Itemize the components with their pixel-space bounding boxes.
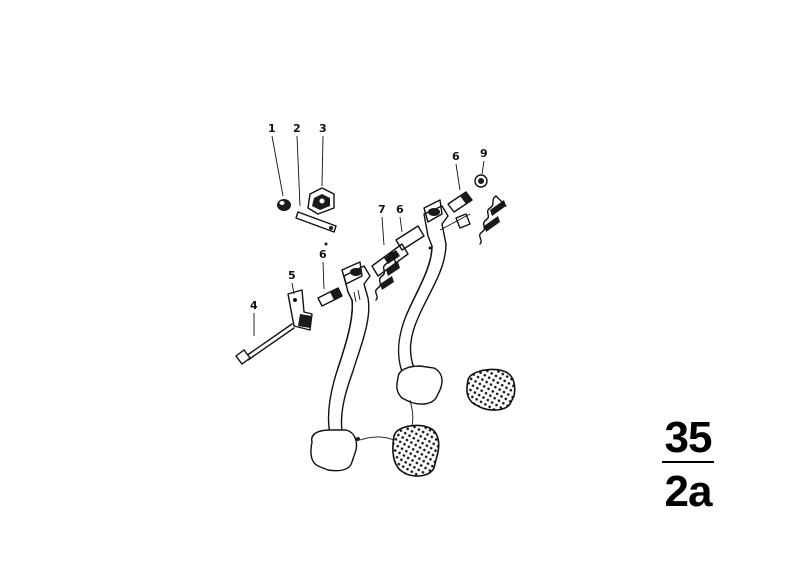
part-long-bolt [235, 323, 295, 365]
pedal-pad-right [396, 365, 443, 405]
callout-6-middle: 6 [396, 203, 404, 216]
rubber-pad-cover-lower [392, 424, 440, 477]
part-bracket-arm [295, 211, 337, 233]
callout-3: 3 [319, 122, 327, 135]
return-spring-left [375, 251, 400, 301]
leader-lines [253, 135, 485, 336]
pin-right [428, 246, 432, 250]
callout-5: 5 [288, 269, 296, 282]
return-spring-right [479, 195, 507, 245]
part-bushing-upper [447, 191, 473, 213]
pin-upper [324, 242, 328, 246]
callout-2: 2 [293, 122, 301, 135]
pedal-arm-right [397, 199, 449, 373]
callout-9: 9 [480, 147, 488, 160]
group-number-top: 35 [664, 413, 713, 462]
callout-1: 1 [268, 122, 276, 135]
part-washer [439, 213, 471, 231]
callout-4: 4 [250, 299, 258, 312]
pedal-arm-left [327, 261, 371, 435]
group-number-divider [662, 461, 714, 463]
pedal-pad-left [310, 429, 358, 472]
part-circlip [474, 174, 488, 188]
rubber-pad-cover-upper [466, 368, 516, 411]
part-small-bracket [287, 289, 313, 331]
callout-6-lower: 6 [319, 248, 327, 261]
part-bushing-lower [317, 287, 343, 307]
group-number-bottom: 2a [664, 467, 713, 516]
pad-link-upper [409, 399, 414, 427]
part-nut [277, 199, 291, 211]
callout-6-upper: 6 [452, 150, 460, 163]
pad-link-lower [359, 436, 395, 441]
part-clip [307, 187, 335, 215]
callout-7: 7 [378, 203, 386, 216]
pin-lower [356, 437, 360, 441]
